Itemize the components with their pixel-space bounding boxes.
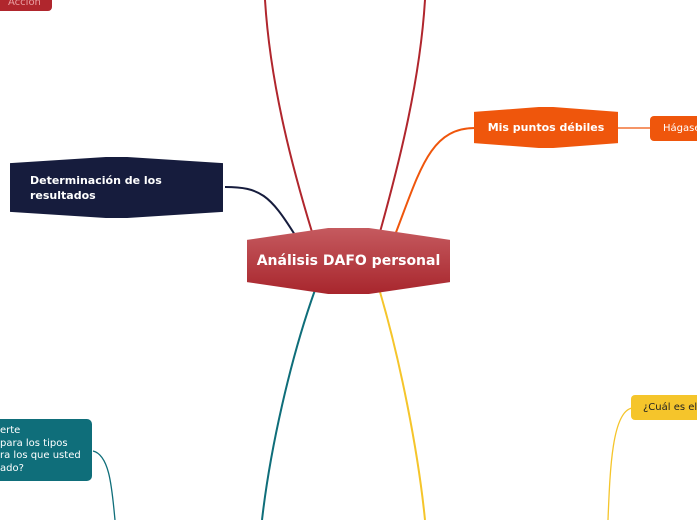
node-label: Acción (8, 0, 41, 8)
node-determinacion-resultados[interactable]: Determinación de los resultados (10, 157, 223, 218)
node-label: ¿Cuál es el (643, 402, 697, 413)
node-cual-es[interactable]: ¿Cuál es el (631, 395, 697, 420)
connector-yellow-sub (607, 407, 633, 520)
node-label: Mis puntos débiles (487, 121, 605, 134)
node-label: Análisis DAFO personal (256, 253, 441, 269)
node-teal-question[interactable]: erte para los tipos ra los que usted ado… (0, 419, 92, 481)
connector-red-left (264, 0, 313, 233)
node-label: Determinación de los resultados (30, 173, 162, 202)
connector-teal (261, 289, 316, 520)
connector-orange (394, 127, 476, 236)
node-label: Hágase (663, 123, 697, 134)
node-puntos-debiles[interactable]: Mis puntos débiles (474, 107, 618, 148)
central-topic[interactable]: Análisis DAFO personal (247, 228, 450, 294)
connector-yellow (379, 291, 426, 520)
node-accion[interactable]: Acción (0, 0, 52, 11)
node-label: erte para los tipos ra los que usted ado… (0, 425, 81, 474)
node-hagase[interactable]: Hágase (650, 116, 697, 141)
connector-teal-sub (92, 450, 116, 520)
connector-red-right (379, 0, 426, 233)
connector-navy (224, 186, 296, 236)
